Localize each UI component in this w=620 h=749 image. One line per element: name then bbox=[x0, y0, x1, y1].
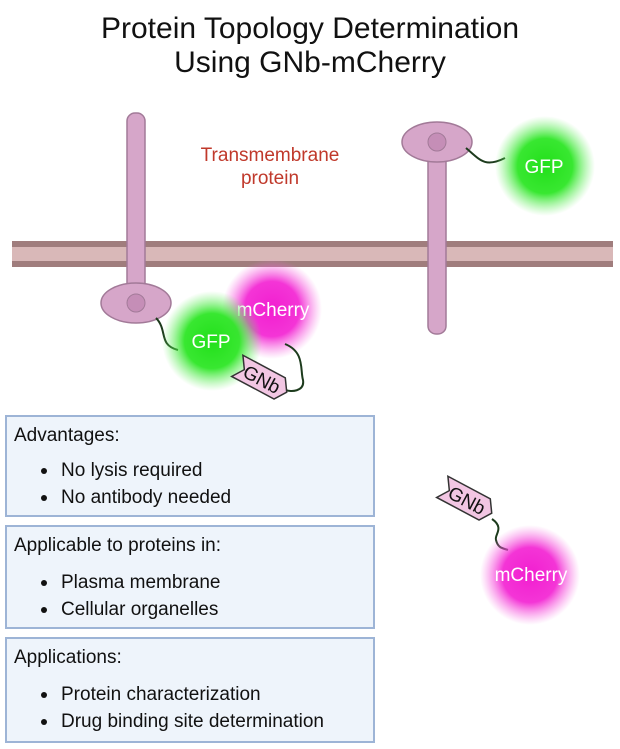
linker-bound bbox=[284, 343, 305, 392]
cell-membrane bbox=[12, 241, 613, 267]
bullet-icon bbox=[41, 719, 47, 725]
advantages-panel: Advantages: No lysis required No antibod… bbox=[5, 415, 375, 517]
gfp-right: GFP bbox=[495, 116, 595, 216]
title-line-2: Using GNb-mCherry bbox=[174, 46, 446, 79]
bullet-icon bbox=[41, 495, 47, 501]
applications-panel: Applications: Protein characterization D… bbox=[5, 637, 375, 743]
applications-heading: Applications: bbox=[14, 647, 122, 668]
applications-item: Protein characterization bbox=[41, 684, 261, 706]
applications-item: Drug binding site determination bbox=[41, 711, 324, 733]
mcherry-free-label: mCherry bbox=[495, 565, 568, 586]
applicable-panel: Applicable to proteins in: Plasma membra… bbox=[5, 525, 375, 629]
applicable-heading: Applicable to proteins in: bbox=[14, 535, 222, 556]
gfp-right-label: GFP bbox=[524, 157, 563, 178]
transmembrane-protein-right bbox=[401, 121, 506, 335]
gfp-left: GFP bbox=[162, 291, 262, 391]
applicable-item: Plasma membrane bbox=[41, 572, 221, 594]
advantages-item: No antibody needed bbox=[41, 487, 232, 509]
bullet-icon bbox=[41, 607, 47, 613]
applications-item-text: Protein characterization bbox=[61, 684, 261, 705]
mcherry-free: mCherry bbox=[480, 525, 580, 625]
bullet-icon bbox=[41, 468, 47, 474]
applicable-item-text: Cellular organelles bbox=[61, 599, 219, 620]
advantages-item-text: No lysis required bbox=[61, 460, 203, 481]
advantages-item: No lysis required bbox=[41, 460, 203, 482]
bullet-icon bbox=[41, 580, 47, 586]
title-line-1: Protein Topology Determination bbox=[100, 12, 520, 45]
applicable-item-text: Plasma membrane bbox=[61, 572, 221, 593]
advantages-heading: Advantages: bbox=[14, 425, 120, 446]
advantages-item-text: No antibody needed bbox=[61, 487, 232, 508]
bullet-icon bbox=[41, 692, 47, 698]
gnb-tag-free: GNb bbox=[435, 474, 493, 521]
transmembrane-label-line-2: protein bbox=[241, 168, 299, 189]
transmembrane-protein-left bbox=[100, 112, 179, 351]
transmembrane-label-line-1: Transmembrane bbox=[201, 145, 340, 166]
applicable-item: Cellular organelles bbox=[41, 599, 219, 621]
applications-item-text: Drug binding site determination bbox=[61, 711, 324, 732]
gfp-left-label: GFP bbox=[191, 332, 230, 353]
